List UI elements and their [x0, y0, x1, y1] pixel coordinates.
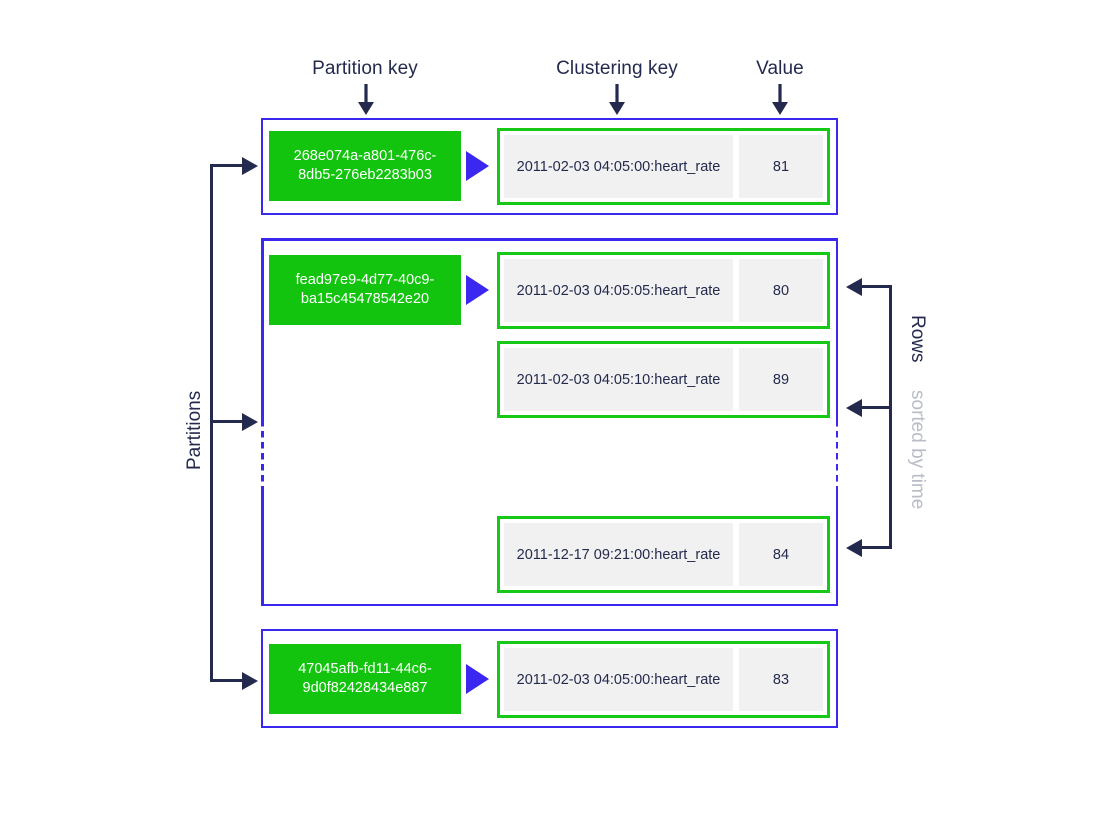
partitions-bracket-arm-mid	[210, 420, 244, 423]
partitions-label: Partitions	[184, 390, 205, 470]
header-value: Value	[756, 58, 804, 79]
table-row[interactable]: 2011-12-17 09:21:00:heart_rate 84	[497, 516, 830, 593]
rows-label: Rows	[907, 315, 928, 363]
value-cell: 84	[739, 523, 823, 586]
partitions-arrow-mid	[242, 412, 258, 431]
clustering-key-cell: 2011-02-03 04:05:00:heart_rate	[504, 135, 733, 198]
partition-box-right-edge-dashed	[835, 420, 838, 490]
rows-bracket-arm-mid	[862, 406, 892, 409]
partition-to-rows-triangle-icon	[466, 275, 489, 305]
partition-box-right-edge-upper	[835, 238, 838, 420]
table-row[interactable]: 2011-02-03 04:05:00:heart_rate 83	[497, 641, 830, 718]
table-row[interactable]: 2011-02-03 04:05:10:heart_rate 89	[497, 341, 830, 418]
cell-divider	[733, 523, 739, 586]
rows-arrow-top	[846, 277, 862, 296]
partition-key-chip[interactable]: 268e074a-a801-476c-8db5-276eb2283b03	[269, 131, 461, 201]
value-cell: 80	[739, 259, 823, 322]
rows-sublabel: sorted by time	[907, 390, 928, 510]
rows-arrow-mid	[846, 398, 862, 417]
clustering-key-cell: 2011-02-03 04:05:05:heart_rate	[504, 259, 733, 322]
clustering-key-cell: 2011-02-03 04:05:10:heart_rate	[504, 348, 733, 411]
cell-divider	[733, 259, 739, 322]
header-clustering-key: Clustering key	[556, 58, 678, 79]
value-cell: 89	[739, 348, 823, 411]
value-cell: 81	[739, 135, 823, 198]
rows-bracket-vertical	[889, 285, 892, 549]
partition-to-rows-triangle-icon	[466, 151, 489, 181]
partition-key-chip[interactable]: 47045afb-fd11-44c6-9d0f82428434e887	[269, 644, 461, 714]
partitions-arrow-bottom	[242, 671, 258, 690]
cell-divider	[733, 135, 739, 198]
cell-divider	[733, 348, 739, 411]
down-arrow-icon	[772, 84, 788, 115]
rows-bracket-arm-top	[862, 285, 892, 288]
cell-divider	[733, 648, 739, 711]
partitions-bracket-arm-top	[210, 164, 244, 167]
partition-key-chip[interactable]: fead97e9-4d77-40c9-ba15c45478542e20	[269, 255, 461, 325]
partitions-arrow-top	[242, 156, 258, 175]
down-arrow-icon	[609, 84, 625, 115]
value-cell: 83	[739, 648, 823, 711]
partition-box-left-edge-dashed	[261, 420, 264, 490]
clustering-key-cell: 2011-02-03 04:05:00:heart_rate	[504, 648, 733, 711]
partition-box-left-edge-lower	[261, 490, 264, 606]
partition-box-left-edge-upper	[261, 238, 264, 420]
partition-box-top-edge	[261, 238, 838, 241]
clustering-key-cell: 2011-12-17 09:21:00:heart_rate	[504, 523, 733, 586]
partitions-bracket-arm-bottom	[210, 679, 244, 682]
partition-to-rows-triangle-icon	[466, 664, 489, 694]
partition-box-right-edge-lower	[835, 490, 838, 606]
down-arrow-icon	[358, 84, 374, 115]
rows-arrow-bottom	[846, 538, 862, 557]
table-row[interactable]: 2011-02-03 04:05:00:heart_rate 81	[497, 128, 830, 205]
partition-box-bottom-edge	[261, 603, 838, 606]
partitions-bracket-vertical	[210, 164, 213, 682]
header-partition-key: Partition key	[312, 58, 418, 79]
table-row[interactable]: 2011-02-03 04:05:05:heart_rate 80	[497, 252, 830, 329]
rows-bracket-arm-bottom	[862, 546, 892, 549]
